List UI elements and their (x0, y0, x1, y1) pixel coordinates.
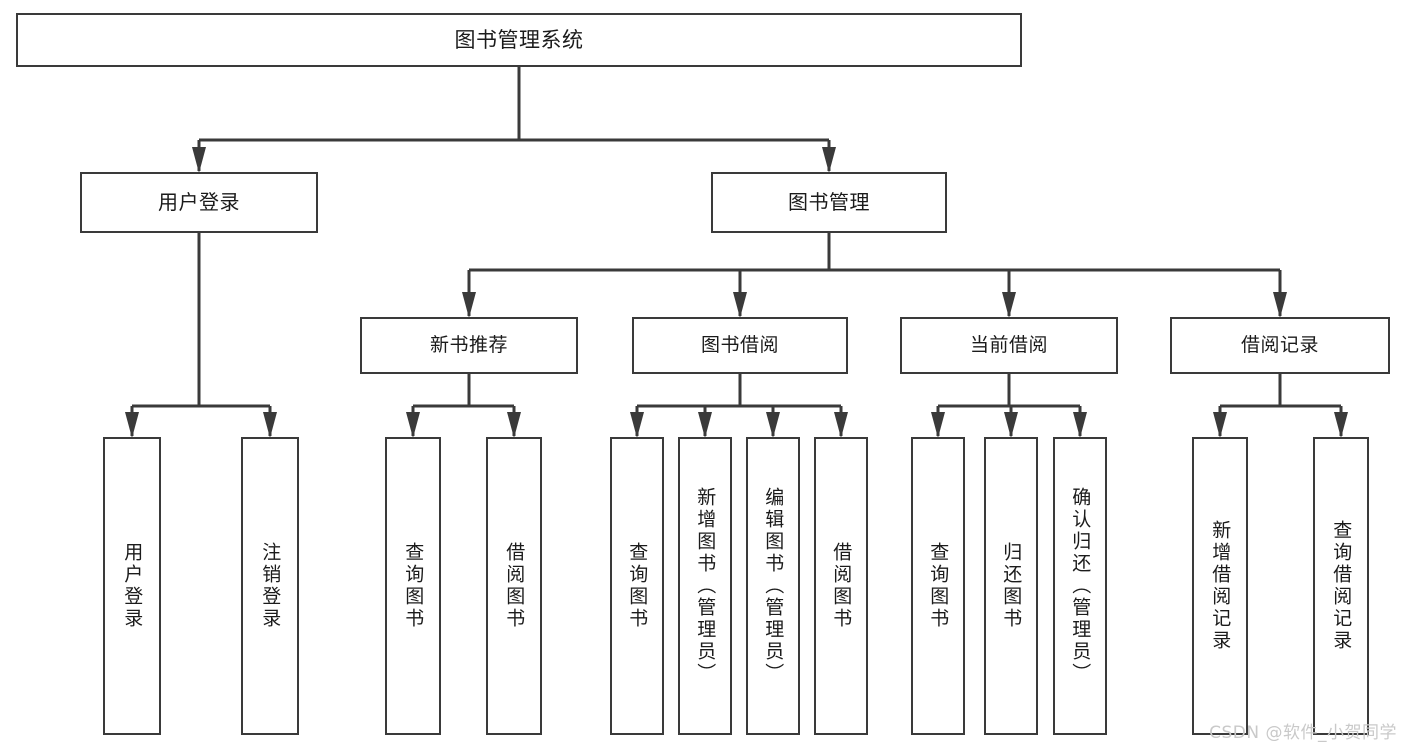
node-l-editbook[interactable]: 编辑图书（管理员） (746, 437, 800, 735)
node-l-queryrec[interactable]: 查询借阅记录 (1313, 437, 1369, 735)
node-borrow[interactable]: 图书借阅 (632, 317, 848, 374)
node-label: 图书管理系统 (454, 27, 584, 52)
node-label: 图书借阅 (700, 334, 779, 357)
node-label: 查询图书 (927, 542, 950, 630)
node-records[interactable]: 借阅记录 (1170, 317, 1390, 374)
node-l-confirm[interactable]: 确认归还（管理员） (1053, 437, 1107, 735)
node-label: 用户登录 (121, 542, 144, 630)
node-current[interactable]: 当前借阅 (900, 317, 1118, 374)
node-l-borrow2[interactable]: 借阅图书 (814, 437, 868, 735)
node-bookmgmt[interactable]: 图书管理 (711, 172, 947, 233)
node-newbook[interactable]: 新书推荐 (360, 317, 578, 374)
node-label: 归还图书 (1000, 542, 1023, 630)
node-label: 当前借阅 (969, 334, 1048, 357)
node-l-addbook[interactable]: 新增图书（管理员） (678, 437, 732, 735)
node-login[interactable]: 用户登录 (80, 172, 318, 233)
node-label: 查询借阅记录 (1330, 520, 1353, 652)
node-label: 借阅图书 (503, 542, 526, 630)
node-l-userlogin[interactable]: 用户登录 (103, 437, 161, 735)
node-l-logout[interactable]: 注销登录 (241, 437, 299, 735)
node-label: 图书管理 (788, 189, 870, 214)
node-label: 新增借阅记录 (1209, 520, 1232, 652)
watermark-label: CSDN @软件_小贺同学 (1209, 723, 1397, 743)
node-l-query1[interactable]: 查询图书 (385, 437, 441, 735)
node-root[interactable]: 图书管理系统 (16, 13, 1022, 67)
node-label: 借阅记录 (1240, 334, 1319, 357)
node-label: 查询图书 (626, 542, 649, 630)
node-l-return[interactable]: 归还图书 (984, 437, 1038, 735)
node-label: 用户登录 (158, 189, 240, 214)
node-label: 新增图书（管理员） (694, 487, 717, 685)
node-label: 借阅图书 (830, 542, 853, 630)
node-label: 注销登录 (259, 542, 282, 630)
node-l-borrow1[interactable]: 借阅图书 (486, 437, 542, 735)
node-l-addrec[interactable]: 新增借阅记录 (1192, 437, 1248, 735)
node-label: 确认归还（管理员） (1069, 487, 1092, 685)
node-label: 编辑图书（管理员） (762, 487, 785, 685)
node-label: 新书推荐 (429, 334, 508, 357)
node-l-query2[interactable]: 查询图书 (610, 437, 664, 735)
node-l-query3[interactable]: 查询图书 (911, 437, 965, 735)
node-label: 查询图书 (402, 542, 425, 630)
